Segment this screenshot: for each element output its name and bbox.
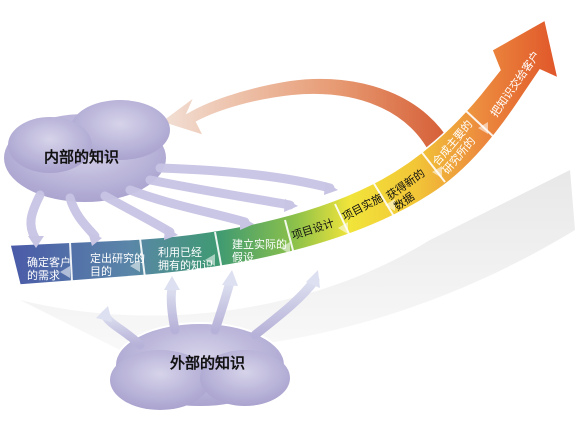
- internal-arrows: [26, 163, 335, 243]
- external-knowledge-cloud: [110, 322, 290, 410]
- internal-knowledge-label: 内部的知识: [44, 148, 120, 166]
- step-1-label: 确定客户的需求: [27, 256, 71, 282]
- internal-knowledge-cloud: [2, 100, 170, 204]
- band-shadow: [20, 170, 575, 352]
- internal-arrowheads: [28, 182, 338, 248]
- feedback-loop-arrow: [157, 76, 457, 162]
- segment-chevrons: [60, 122, 488, 278]
- step-2-label: 定出研究的目的: [90, 252, 145, 278]
- external-knowledge-label: 外部的知识: [170, 354, 246, 372]
- step-4-label: 建立实际的假设: [232, 238, 287, 264]
- external-arrowheads: [96, 270, 320, 322]
- process-band: [9, 18, 560, 286]
- step-3-label: 利用已经拥有的知识: [158, 246, 213, 272]
